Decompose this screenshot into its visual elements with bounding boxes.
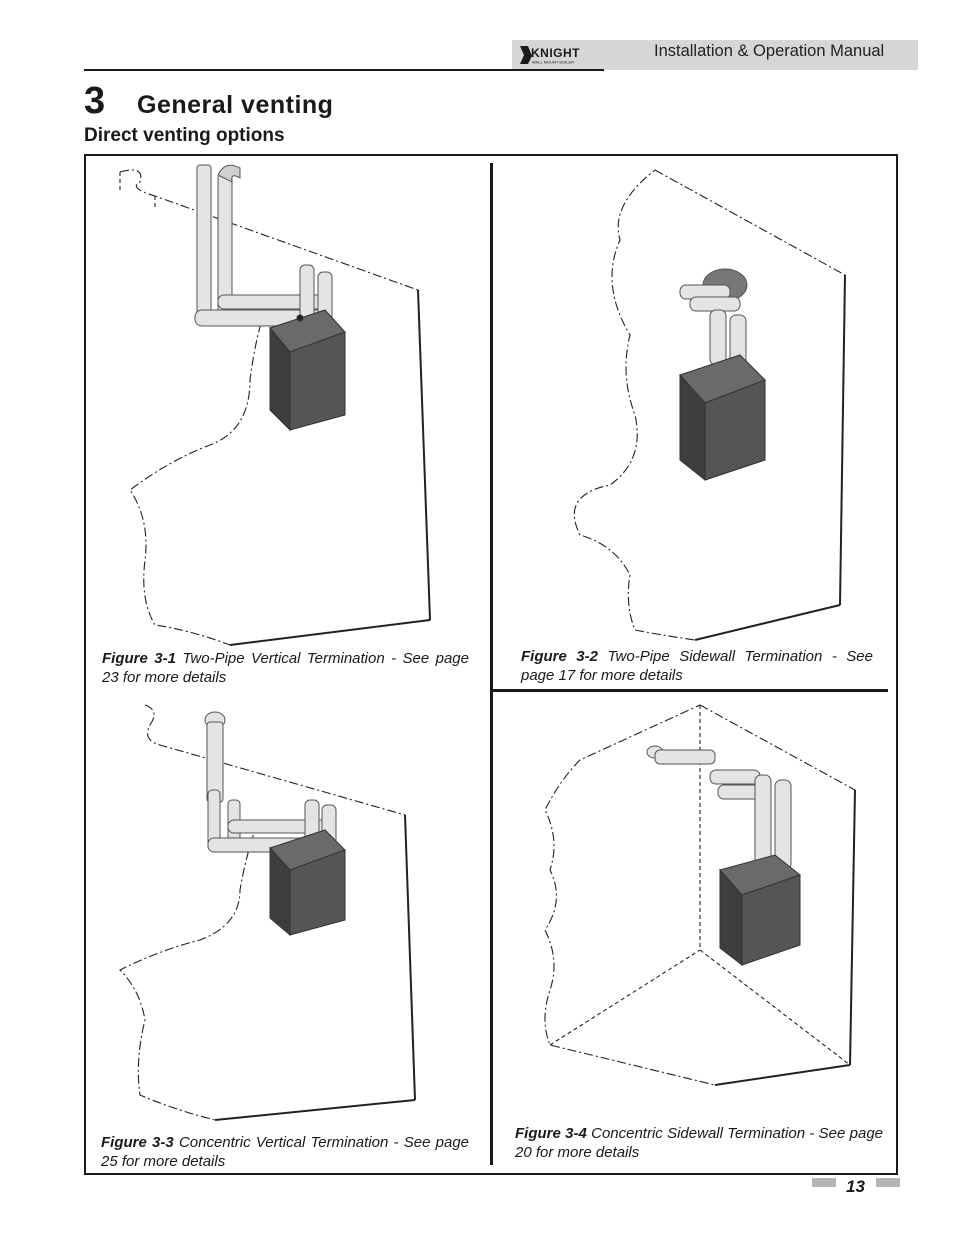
figure-3-3-illustration <box>119 704 416 1121</box>
figure-3-4-label: Figure 3-4 <box>515 1125 587 1142</box>
svg-text:KNIGHT: KNIGHT <box>531 46 580 60</box>
figure-3-2-illustration <box>573 169 846 641</box>
page-number-bar-left <box>812 1178 836 1187</box>
figure-3-2-caption: Figure 3-2 Two-Pipe Sidewall Termination… <box>521 647 873 685</box>
figure-3-4-caption: Figure 3-4 Concentric Sidewall Terminati… <box>515 1124 883 1162</box>
page-number: 13 <box>846 1177 865 1196</box>
svg-text:WALL MOUNT BOILER: WALL MOUNT BOILER <box>532 60 574 65</box>
figure-3-1-illustration <box>119 164 431 646</box>
figure-3-3-label: Figure 3-3 <box>101 1134 174 1151</box>
figure-3-1-label: Figure 3-1 <box>102 650 176 667</box>
figure-frame <box>84 154 898 1175</box>
panel-divider-vertical <box>490 163 493 1165</box>
header-rule <box>84 69 604 71</box>
figure-3-4-illustration <box>544 704 856 1086</box>
section-number: 3 <box>84 80 106 122</box>
page-number-bar-right <box>876 1178 900 1187</box>
header-banner <box>512 40 918 70</box>
figure-3-3-caption: Figure 3-3 Concentric Vertical Terminati… <box>101 1133 469 1171</box>
figure-3-3-text: Concentric Vertical Termination - See pa… <box>101 1134 469 1170</box>
section-title: General venting <box>137 91 334 119</box>
knight-logo: KNIGHT WALL MOUNT BOILER <box>520 46 580 65</box>
figure-3-2-label: Figure 3-2 <box>521 648 598 665</box>
figure-3-4-text: Concentric Sidewall Termination - See pa… <box>515 1125 883 1161</box>
figure-3-1-caption: Figure 3-1 Two-Pipe Vertical Termination… <box>102 649 469 687</box>
figure-3-1-text: Two-Pipe Vertical Termination - See page… <box>102 650 469 686</box>
figure-3-2-text: Two-Pipe Sidewall Termination - See page… <box>521 648 873 684</box>
section-subtitle: Direct venting options <box>84 125 285 146</box>
panel-divider-horizontal <box>492 689 888 692</box>
manual-title: Installation & Operation Manual <box>654 42 885 60</box>
